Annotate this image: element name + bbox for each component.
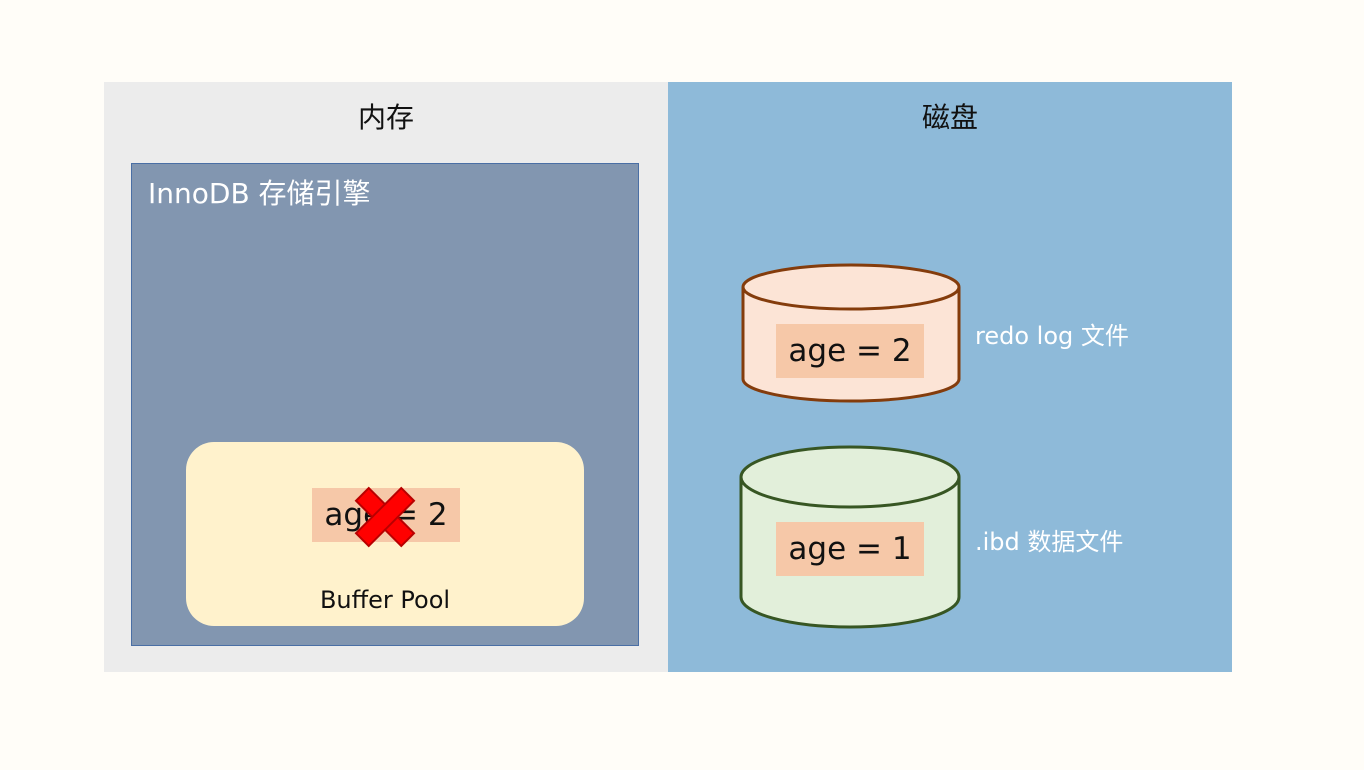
redo-log-label: redo log 文件 (975, 322, 1129, 350)
engine-label: InnoDB 存储引擎 (148, 177, 371, 210)
redo-log-value: age = 2 (776, 324, 924, 378)
ibd-label: .ibd 数据文件 (975, 528, 1124, 556)
ibd-value: age = 1 (776, 522, 924, 576)
disk-title: 磁盘 (921, 101, 978, 134)
cross-icon (354, 486, 416, 548)
memory-title: 内存 (357, 101, 414, 134)
buffer-pool-label: Buffer Pool (319, 586, 451, 614)
buffer-pool: age = 2 Buffer Pool (186, 442, 584, 626)
